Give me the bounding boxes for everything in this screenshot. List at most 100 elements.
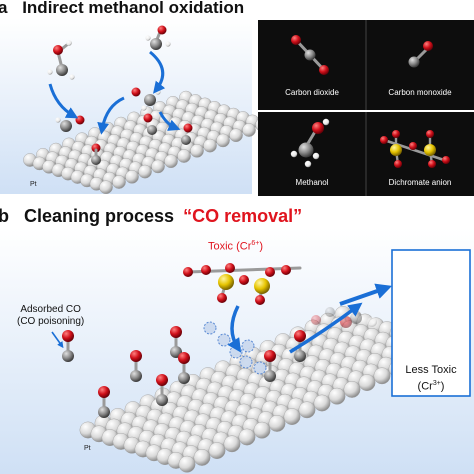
carbon-atom (150, 38, 162, 50)
toxic-label-close: ) (259, 240, 264, 253)
pt-atom (112, 175, 126, 189)
carbon-atom (62, 350, 74, 362)
panel-a-letter: a (0, 0, 8, 17)
oxygen-atom (239, 275, 249, 285)
panel-a-molecules (47, 25, 193, 165)
pt-atom (138, 164, 152, 179)
oxygen-atom (423, 41, 433, 51)
oxygen-atom (170, 326, 182, 338)
oxygen-atom (62, 330, 74, 342)
oxygen-atom (53, 45, 63, 55)
product-box (391, 249, 471, 397)
hydrogen-atom (290, 150, 298, 158)
adsorbed-co-line1: Adsorbed CO (20, 304, 81, 315)
oxygen-atom (131, 87, 141, 97)
legend-methanol: Methanol (296, 178, 329, 187)
legend-carbon-dioxide: Carbon dioxide (285, 88, 339, 97)
pt-atom (190, 143, 204, 158)
oxygen-atom (143, 113, 153, 123)
legend-carbon-monoxide: Carbon monoxide (388, 88, 452, 97)
pt-atom (253, 421, 271, 439)
chromium-atom (390, 144, 402, 156)
pt-atom (229, 128, 243, 142)
hydrogen-atom (322, 118, 330, 126)
pt-atom (283, 408, 301, 425)
panel-b-letter: b (0, 206, 9, 226)
oxygen-atom (91, 143, 101, 153)
pt-atom (164, 154, 178, 168)
oxygen-atom (157, 25, 167, 35)
reaction-arrow (339, 283, 393, 306)
carbon-atom (147, 125, 157, 135)
oxygen-atom (183, 123, 193, 133)
carbon-atom (98, 406, 110, 418)
transition-atom (239, 355, 253, 369)
panel-b-title-highlight: “CO removal” (183, 206, 303, 226)
carbon-atom (91, 155, 101, 165)
oxygen-atom (178, 352, 190, 364)
carbon-atom (264, 370, 276, 382)
pt-atom (223, 435, 241, 453)
carbon-atom (156, 394, 168, 406)
pt-atom (238, 428, 256, 446)
legend-dichromate-anion: Dichromate anion (389, 178, 452, 187)
pt-atom (203, 138, 217, 153)
carbon-atom (178, 372, 190, 384)
carbon-atom (408, 56, 420, 68)
pt-atom (177, 149, 191, 163)
transition-atom (241, 339, 255, 353)
panel-b-title: Cleaning process (24, 206, 175, 226)
oxygen-atom (183, 267, 193, 277)
hydrogen-atom (141, 105, 147, 111)
chromium-atom (424, 144, 436, 156)
oxygen-atom (294, 330, 306, 342)
oxygen-atom (312, 122, 324, 134)
pt-atom (193, 448, 211, 466)
toxic-label-text: Toxic (Cr (208, 240, 252, 253)
pt-atom (343, 380, 361, 398)
hydrogen-atom (304, 160, 312, 168)
carbon-atom (298, 142, 314, 158)
legend-molecules (290, 35, 450, 168)
oxygen-atom (225, 263, 235, 273)
pt-atom (151, 159, 165, 174)
reaction-arrow (149, 50, 166, 94)
pt-atom (268, 414, 286, 432)
carbon-atom (181, 135, 191, 145)
less-toxic-close: ) (440, 380, 445, 393)
hydrogen-atom (47, 69, 53, 75)
carbon-atom (60, 120, 72, 132)
less-toxic-line1: Less Toxic (405, 364, 457, 376)
transition-atom (217, 333, 231, 347)
carbon-atom (294, 350, 306, 362)
hydrogen-atom (312, 152, 320, 160)
hydrogen-atom (165, 41, 171, 47)
oxygen-atom (319, 65, 329, 75)
pt-atom (99, 180, 113, 194)
pt-atom (216, 133, 230, 148)
oxygen-atom (442, 156, 450, 164)
oxygen-atom (217, 293, 227, 303)
reaction-arrow (48, 83, 79, 119)
hydrogen-atom (367, 317, 377, 327)
oxygen-atom (428, 160, 436, 168)
reaction-arrow (227, 305, 242, 353)
pt-label-a: Pt (30, 181, 37, 188)
pointer-arrow (51, 331, 64, 349)
oxygen-atom (311, 315, 321, 325)
oxygen-atom (264, 350, 276, 362)
carbon-atom (325, 307, 335, 317)
oxygen-atom (426, 130, 434, 138)
pt-atom (242, 123, 256, 137)
carbon-atom (144, 94, 156, 106)
pt-label-b: Pt (84, 445, 91, 452)
oxygen-atom (130, 350, 142, 362)
oxygen-atom (291, 35, 301, 45)
pt-atom (313, 394, 331, 412)
carbon-atom (56, 64, 68, 76)
oxygen-atom (265, 267, 275, 277)
oxygen-atom (201, 265, 211, 275)
pt-atom (298, 401, 316, 419)
pt-atom (358, 374, 376, 391)
